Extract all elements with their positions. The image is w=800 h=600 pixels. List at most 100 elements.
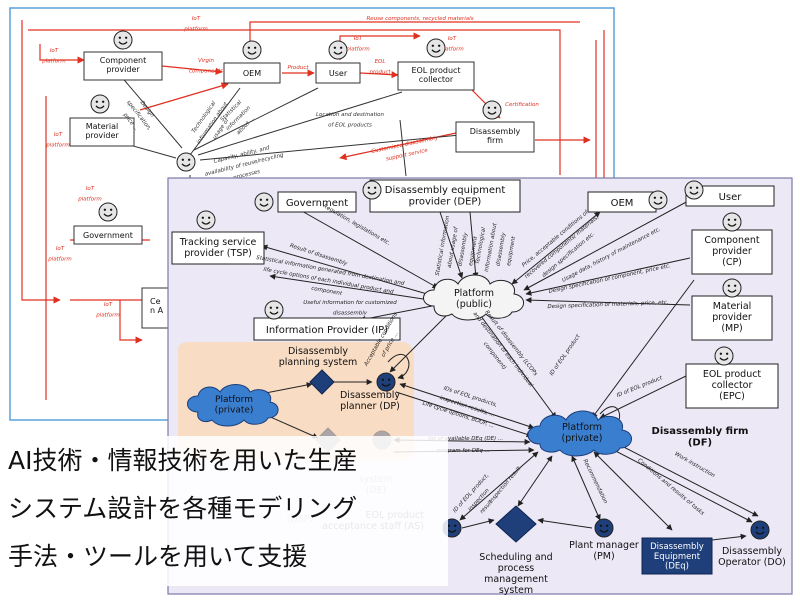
smiley-icon (328, 40, 348, 60)
back-edge-top-frame-1 (21, 20, 61, 304)
label-pm: Plant manager(PM) (569, 540, 639, 562)
edge-dfplat-spms (517, 455, 553, 507)
cloud-platform-public: Platform(public) (423, 274, 524, 321)
box-ip (253, 317, 401, 341)
edge-oem-public (511, 211, 601, 285)
diamond-dps (309, 369, 335, 395)
edge-mp-public (525, 297, 691, 306)
smiley-icon (362, 180, 382, 200)
smiley-icon (648, 190, 668, 210)
back-box-user (315, 62, 361, 84)
label-platform-private-df: Platform(private) (561, 422, 602, 444)
edge-dp-dfplat-2 (395, 391, 533, 438)
smiley-icon (684, 180, 704, 200)
smiley-icon (113, 30, 133, 50)
back-smileys (90, 30, 502, 222)
node-ip: Information Provider (IP) (253, 317, 401, 341)
smiley-icon (176, 152, 196, 172)
edge-public-dp (389, 311, 451, 373)
node-government: Government (277, 191, 357, 213)
back-edge-customized (339, 129, 471, 161)
caption-line-2: システム設計を各種モデリング (8, 494, 358, 523)
edge-cp-public (525, 257, 691, 296)
back-edge-virgin (139, 82, 229, 111)
back-edge-eol (359, 71, 399, 79)
edge-epc-dfplat (599, 375, 687, 419)
label-ip: Information Provider (IP) (266, 325, 388, 336)
back-edge-dark-7 (399, 119, 407, 177)
back-label-oem: OEM (243, 69, 261, 78)
caption-line-3: 手法・ツールを用いて支援 (8, 542, 308, 571)
edge-cp-dfplat (591, 279, 695, 419)
back-edges-dark (111, 74, 461, 195)
smiley-icon (750, 520, 770, 540)
smiley-icon (264, 300, 284, 320)
box-tsp (171, 231, 265, 265)
cloud-icon (423, 274, 524, 321)
smiley-icon (90, 94, 110, 114)
caption-line-1: AI技術・情報技術を用いた生産 (8, 446, 358, 475)
edge-public-ip-stat (269, 273, 431, 301)
smiley-icon (594, 518, 614, 538)
private-zone (178, 342, 414, 460)
cloud-icon (527, 410, 632, 457)
back-edge-cert-box (119, 300, 143, 344)
back-label-user: User (329, 69, 348, 78)
edge-tsp-public (261, 244, 435, 297)
label-edge-sched: ... program for DEq ... (430, 448, 490, 454)
back-box-eol-collector (397, 61, 475, 91)
back-edge-dark-3 (197, 91, 403, 156)
box-user (685, 185, 775, 207)
back-edge-dark-1 (189, 87, 241, 156)
edge-dep-public (439, 211, 464, 279)
edge-as-spms (461, 518, 495, 529)
back-edge-cp-oem (161, 65, 223, 75)
label-edge-plan-list: ... list of available DEq (DE) ... (421, 436, 504, 442)
caption-backdrop (0, 436, 448, 586)
smiley-icon (722, 278, 742, 298)
label-platform-public: Platform(public) (454, 288, 494, 310)
box-mp (691, 295, 773, 341)
edge-dfplat-do-2 (609, 439, 759, 517)
cloud-icon (187, 384, 279, 427)
edge-user-public (523, 199, 691, 291)
back-label-certification: Certification (505, 102, 539, 108)
edge-dep-public-2 (469, 211, 479, 279)
edge-self-dps (387, 354, 410, 380)
back-edge-top-frame-2 (28, 29, 561, 175)
smiley-icon (376, 372, 396, 392)
smiley-icon (242, 40, 262, 60)
smiley-icon (98, 202, 118, 222)
back-edge-dark-2 (193, 87, 319, 151)
cloud-platform-private-df: Platform(private) (527, 410, 632, 457)
diamond-spms (495, 505, 537, 543)
back-box-government (73, 225, 143, 245)
back-edge-dark-4 (199, 134, 461, 161)
edge-deq-do (711, 533, 747, 541)
back-box-component-provider (83, 51, 163, 81)
box-government (277, 191, 357, 213)
